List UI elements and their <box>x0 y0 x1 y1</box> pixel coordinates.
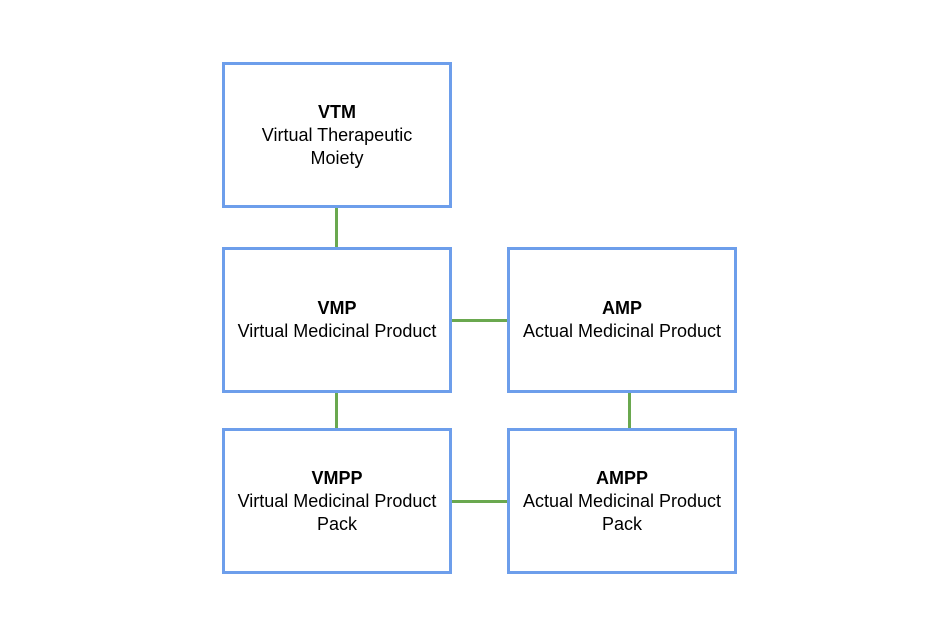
node-ampp: AMPP Actual Medicinal Product Pack <box>507 428 737 574</box>
node-ampp-desc-line-2: Pack <box>601 513 642 534</box>
connector-vmpp-ampp <box>452 500 507 503</box>
node-vmpp: VMPP Virtual Medicinal Product Pack <box>222 428 452 574</box>
connector-vmp-amp <box>452 319 507 322</box>
connector-vmp-vmpp <box>335 393 338 428</box>
node-ampp-desc-line-1: Actual Medicinal Product <box>522 490 722 511</box>
connector-vtm-vmp <box>335 208 338 247</box>
node-ampp-abbr: AMPP <box>595 467 648 488</box>
node-vtm-abbr: VTM <box>318 101 356 122</box>
node-vmp: VMP Virtual Medicinal Product <box>222 247 452 393</box>
node-amp-desc-line-1: Actual Medicinal Product <box>522 321 722 341</box>
node-vmpp-abbr: VMPP <box>311 467 363 488</box>
node-amp: AMP Actual Medicinal Product <box>507 247 737 393</box>
node-amp-abbr: AMP <box>601 298 642 318</box>
connector-amp-ampp <box>628 393 631 428</box>
node-vmpp-desc-line-2: Pack <box>316 513 357 534</box>
node-vmp-desc-line-1: Virtual Medicinal Product <box>237 321 437 341</box>
node-vmp-abbr: VMP <box>317 298 357 318</box>
node-vtm: VTM Virtual Therapeutic Moiety <box>222 62 452 208</box>
node-vtm-desc-line-2: Moiety <box>310 147 364 168</box>
node-vtm-desc-line-1: Virtual Therapeutic <box>261 124 413 145</box>
node-vmpp-desc-line-1: Virtual Medicinal Product <box>237 490 437 511</box>
